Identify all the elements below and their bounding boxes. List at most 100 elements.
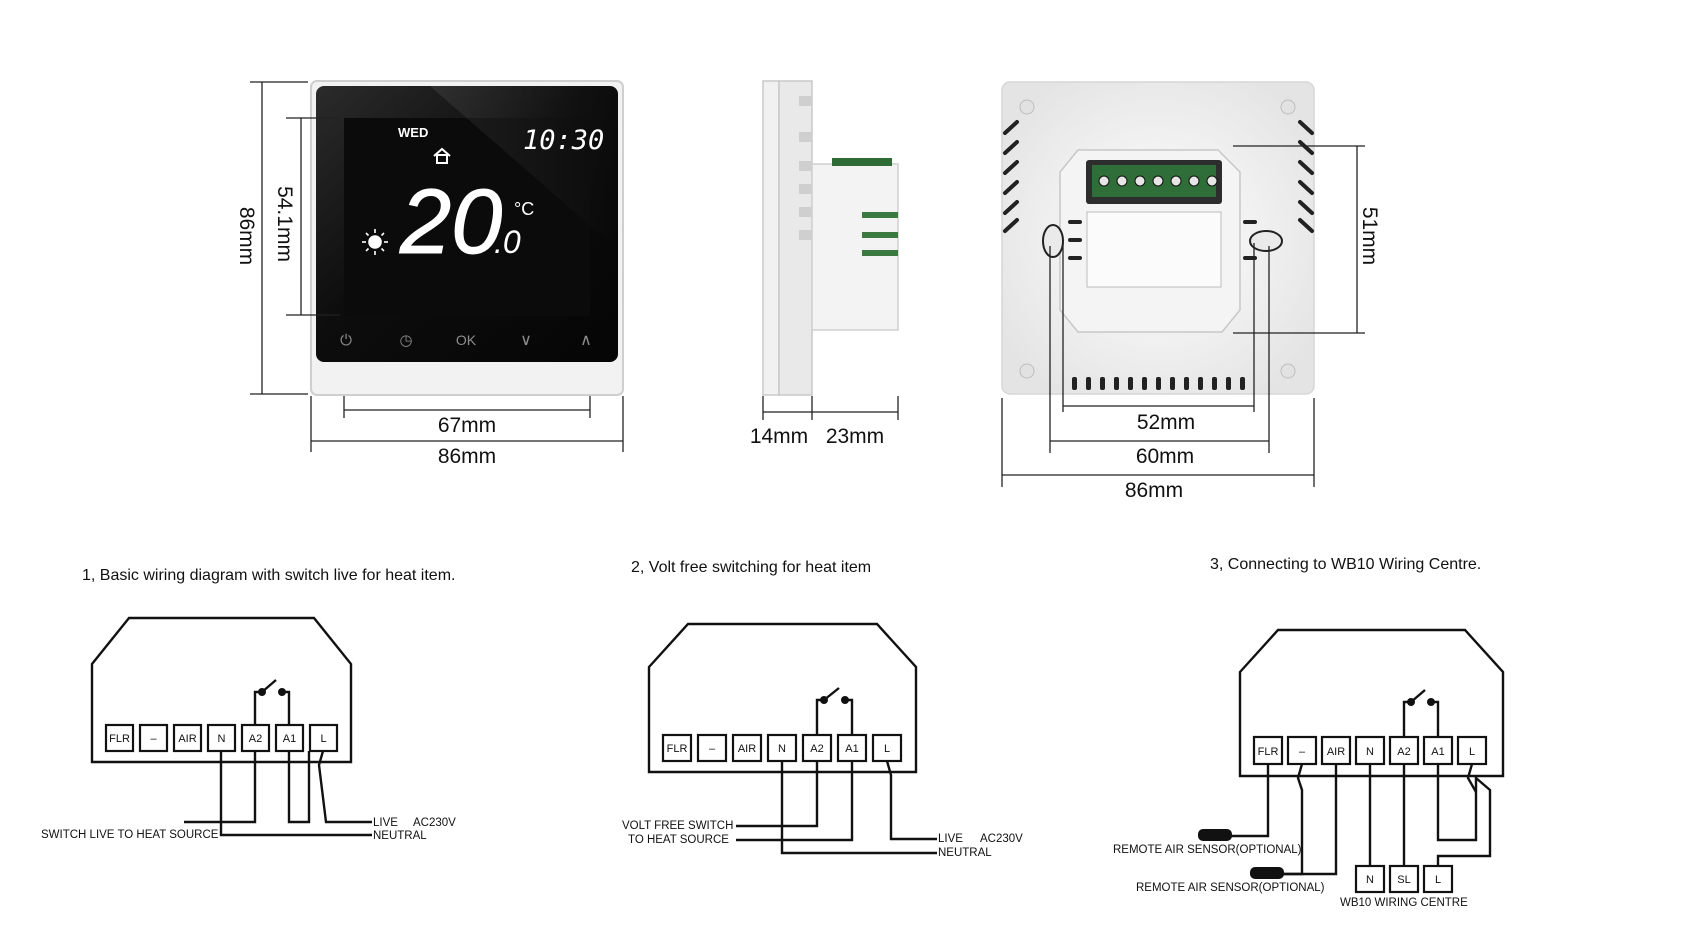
d1-terminal-l: L <box>320 733 326 745</box>
side-view <box>762 80 899 396</box>
d3-centre-label: WB10 WIRING CENTRE <box>1340 897 1468 909</box>
wb10-terminal-sl: SL <box>1397 874 1410 886</box>
d3-terminal-n: N <box>1366 746 1374 758</box>
d3-sensor-2 <box>1250 867 1284 879</box>
d3-sensor-1 <box>1198 829 1232 841</box>
diagram-1-title: 1, Basic wiring diagram with switch live… <box>82 567 455 584</box>
side-ribs <box>799 96 812 240</box>
d1-wires <box>184 750 372 837</box>
d3-terminal-dash: – <box>1299 746 1306 758</box>
front-width-label: 86mm <box>438 445 496 468</box>
diagram-3-title: 3, Connecting to WB10 Wiring Centre. <box>1210 556 1481 573</box>
clock-button[interactable]: ◷ <box>399 332 412 349</box>
d3-relay-switch <box>1402 689 1440 737</box>
d1-terminal-dash: – <box>150 733 157 745</box>
wiring-diagram-1: 1, Basic wiring diagram with switch live… <box>41 567 456 842</box>
left-mount-slot <box>1042 224 1064 258</box>
d2-terminal-a1: A1 <box>845 743 858 755</box>
temperature-decimal: .0 <box>494 224 521 260</box>
wiring-diagram-2: 2, Volt free switching for heat item FLR… <box>622 559 1023 859</box>
d2-neutral-label: NEUTRAL <box>938 847 992 859</box>
home-icon <box>433 147 451 164</box>
d3-terminal-flr: FLR <box>1258 746 1279 758</box>
d1-neutral-label: NEUTRAL <box>373 830 427 842</box>
side-back-box <box>811 163 899 331</box>
d2-relay-switch <box>815 687 854 735</box>
d1-terminal-a1: A1 <box>283 733 296 745</box>
back-depth-label: 23mm <box>826 425 884 448</box>
d1-ac-label: AC230V <box>413 817 456 829</box>
time-display: 10:30 <box>523 125 604 156</box>
back-right-vents <box>1298 120 1314 233</box>
front-dimensions: 86mm 54.1mm 67mm 86mm <box>235 81 624 468</box>
ok-button[interactable]: OK <box>456 332 477 348</box>
d1-switch-label: SWITCH LIVE TO HEAT SOURCE <box>41 829 219 841</box>
back-left-vents <box>1003 120 1019 233</box>
right-mount-slot <box>1249 230 1283 252</box>
box-60-label: 60mm <box>1136 445 1194 468</box>
hole-spacing-label: 51mm <box>1358 207 1381 265</box>
diagram-2-terminals: FLR – AIR N A2 A1 L <box>661 733 903 763</box>
d2-terminal-n: N <box>778 743 786 755</box>
screen-width-label: 67mm <box>438 414 496 437</box>
glass-reflection <box>430 86 618 250</box>
temperature-unit: °C <box>514 199 534 219</box>
side-dimensions: 14mm 23mm <box>750 396 899 448</box>
diagram-3-terminals: FLR – AIR N A2 A1 L <box>1252 735 1488 766</box>
d2-switch-label-1: VOLT FREE SWITCH <box>622 820 733 832</box>
back-dimensions: 51mm 52mm 60mm 86mm <box>1001 145 1381 502</box>
temperature-display: 20 <box>399 171 502 273</box>
side-green-2 <box>862 232 898 238</box>
d3-sensor-label-1: REMOTE AIR SENSOR(OPTIONAL) <box>1113 844 1302 856</box>
front-height-label: 86mm <box>235 207 258 265</box>
d2-terminal-a2: A2 <box>810 743 823 755</box>
d1-live-label: LIVE <box>373 817 398 829</box>
d2-ac-label: AC230V <box>980 833 1023 845</box>
d1-terminal-a2: A2 <box>249 733 262 745</box>
diagram-2-title: 2, Volt free switching for heat item <box>631 559 871 576</box>
d2-switch-label-2: TO HEAT SOURCE <box>628 834 729 846</box>
d2-terminal-l: L <box>884 743 890 755</box>
back-inner-vents <box>1068 220 1257 260</box>
box-52-label: 52mm <box>1137 411 1195 434</box>
d1-terminal-flr: FLR <box>109 733 130 745</box>
power-button[interactable]: ⏻ <box>340 332 352 349</box>
d2-wires <box>736 760 937 855</box>
d1-terminal-n: N <box>218 733 226 745</box>
day-label: WED <box>398 125 428 140</box>
terminal-screws <box>1098 175 1218 187</box>
d3-terminal-l: L <box>1469 746 1475 758</box>
d2-terminal-flr: FLR <box>667 743 688 755</box>
front-depth-label: 14mm <box>750 425 808 448</box>
up-button[interactable]: ∧ <box>580 332 592 349</box>
back-bottom-vents <box>1072 377 1245 390</box>
d3-sensor-label-2: REMOTE AIR SENSOR(OPTIONAL) <box>1136 882 1325 894</box>
d1-terminal-air: AIR <box>178 733 196 745</box>
d2-terminal-dash: – <box>709 743 716 755</box>
d3-terminal-a2: A2 <box>1397 746 1410 758</box>
wb10-terminal-n: N <box>1366 874 1374 886</box>
d3-wb10-terminals: N SL L <box>1354 864 1454 894</box>
back-view <box>1001 81 1315 395</box>
d3-terminal-a1: A1 <box>1431 746 1444 758</box>
front-view: WED 10:30 20 .0 °C ⏻ ◷ OK ∨ ∧ <box>310 80 624 396</box>
back-screw-holes <box>1019 99 1296 379</box>
down-button[interactable]: ∨ <box>520 332 532 349</box>
side-front-plate <box>762 80 780 396</box>
back-label-area <box>1086 211 1222 288</box>
side-green-1 <box>862 212 898 218</box>
back-width-label: 86mm <box>1125 479 1183 502</box>
d1-relay-switch <box>253 679 291 725</box>
d2-terminal-air: AIR <box>738 743 756 755</box>
side-green-3 <box>862 250 898 256</box>
screen-height-label: 54.1mm <box>273 186 296 262</box>
d3-wires <box>1218 763 1492 876</box>
diagram-1-terminals: FLR – AIR N A2 A1 L <box>104 723 339 753</box>
wb10-terminal-l: L <box>1435 874 1441 886</box>
d2-live-label: LIVE <box>938 833 963 845</box>
sun-icon <box>362 229 388 255</box>
d3-terminal-air: AIR <box>1327 746 1345 758</box>
side-terminal-block <box>832 158 892 166</box>
